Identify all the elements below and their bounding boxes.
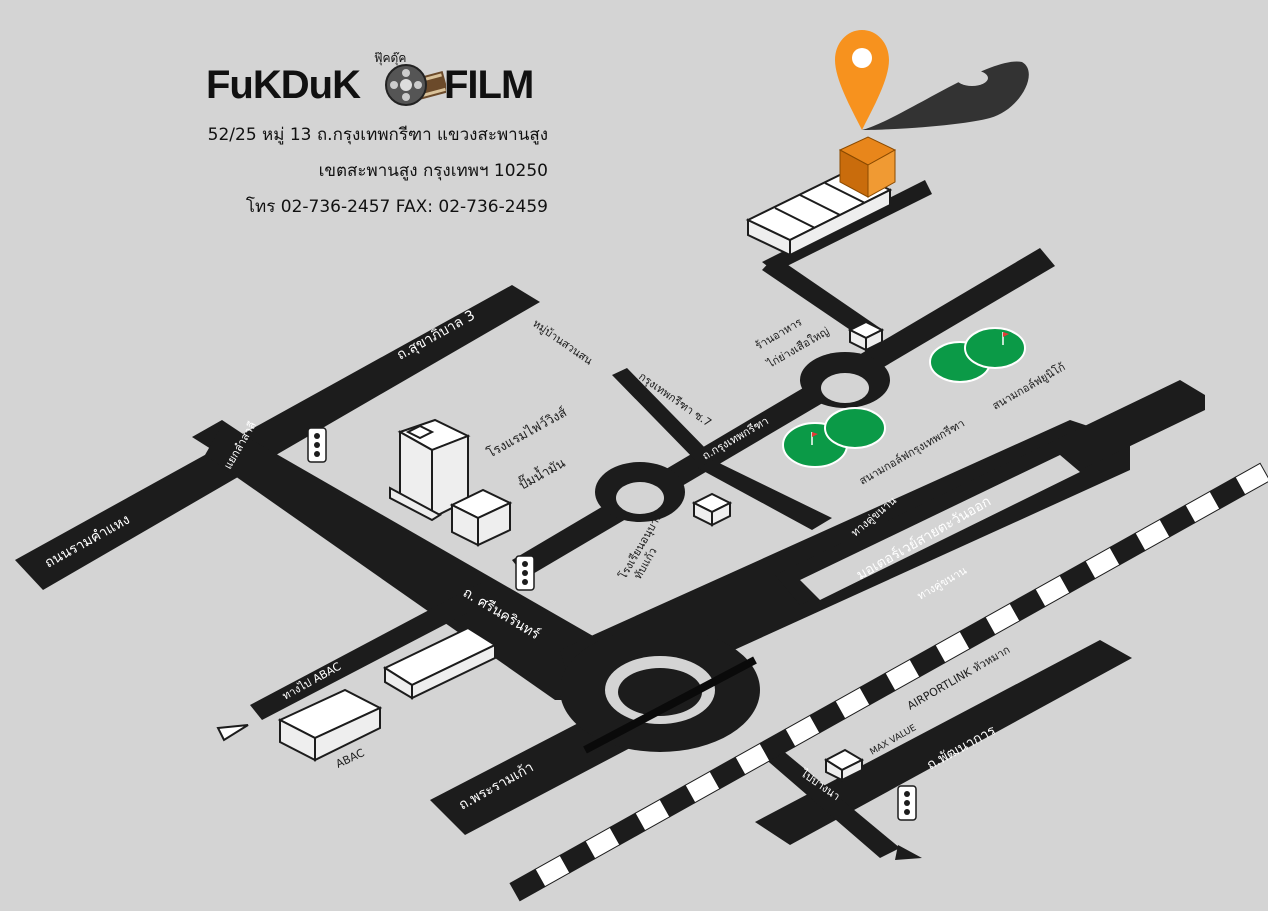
roads bbox=[15, 180, 1268, 902]
traffic-light-icon bbox=[515, 555, 535, 591]
address-line-2: เขตสะพานสูง กรุงเทพฯ 10250 bbox=[318, 161, 548, 181]
logo-thai: ฟุ๊คดุ๊ค bbox=[374, 51, 407, 65]
road-to-restaurant bbox=[762, 256, 880, 342]
roundabout-east-island bbox=[821, 373, 869, 403]
flyover bbox=[583, 656, 757, 754]
road-divider bbox=[800, 455, 1080, 600]
buildings bbox=[277, 136, 897, 782]
label-hotel: โรงแรมไฟว์วิงส์ bbox=[484, 404, 570, 461]
road-ramkhamhaeng bbox=[15, 285, 540, 590]
road-to-abac bbox=[250, 583, 492, 720]
arrow-icon bbox=[216, 724, 249, 742]
label-gas: ปั๊มน้ำมัน bbox=[515, 453, 568, 493]
logo-text-left: FuKDuK bbox=[206, 63, 361, 107]
maxvalue-building bbox=[823, 748, 865, 782]
road-to-bangna bbox=[755, 740, 900, 858]
fukduk-building bbox=[838, 136, 897, 198]
school-building bbox=[691, 492, 733, 527]
company-logo: ฟุ๊คดุ๊ค FuKDuK FILM bbox=[206, 51, 546, 115]
arrow-icon bbox=[895, 845, 922, 860]
road-krungthep-kreetha-soi7 bbox=[612, 368, 712, 462]
road-connector bbox=[698, 460, 832, 530]
label-moo-ban: หมู่บ้านสวนสน bbox=[530, 317, 595, 368]
location-pin-icon bbox=[835, 30, 1029, 130]
traffic-lights bbox=[307, 427, 917, 821]
airport-link-rail bbox=[509, 462, 1268, 902]
rail-segment bbox=[1234, 462, 1268, 496]
hospital-building bbox=[382, 626, 498, 700]
roundabout-center bbox=[618, 668, 702, 716]
golf-krungthep-kreetha bbox=[782, 407, 886, 468]
abac-building bbox=[277, 688, 383, 762]
logo-text-right: FILM bbox=[444, 63, 534, 107]
contact-line: โทร 02-736-2457 FAX: 02-736-2459 bbox=[245, 197, 548, 217]
restaurant-building bbox=[847, 320, 885, 352]
address-line-1: 52/25 หมู่ 13 ถ.กรุงเทพกรีฑา แขวงสะพานสู… bbox=[207, 125, 548, 145]
road-srinakarin bbox=[205, 425, 600, 700]
traffic-light-icon bbox=[897, 785, 917, 821]
golf-courses bbox=[782, 327, 1026, 468]
roundabout-west-island bbox=[616, 482, 664, 514]
gas-station bbox=[449, 488, 513, 547]
hotel-building bbox=[389, 418, 471, 522]
traffic-light-icon bbox=[307, 427, 327, 463]
label-abac: ABAC bbox=[334, 746, 367, 771]
golf-unico bbox=[929, 327, 1026, 383]
road-phatthanakan bbox=[755, 640, 1132, 845]
label-service-road-2: ทางคู่ขนาน bbox=[915, 564, 969, 603]
film-reel-icon bbox=[385, 64, 446, 106]
